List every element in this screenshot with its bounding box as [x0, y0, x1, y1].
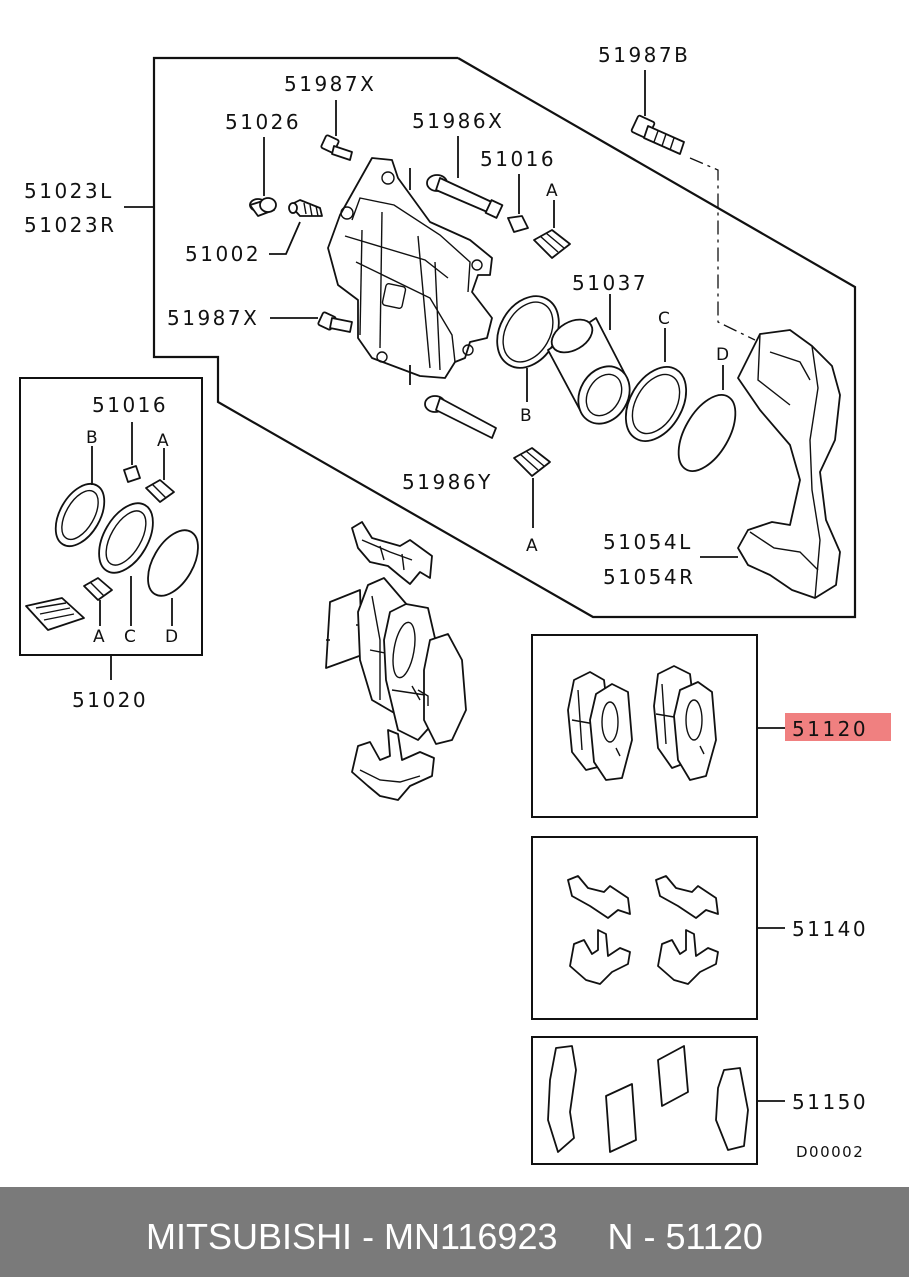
- label-A-kit-top: A: [157, 431, 169, 451]
- bolt-51987X-top: [320, 134, 353, 161]
- boot-A-mid: [513, 447, 551, 477]
- highlight-51120: [785, 713, 891, 741]
- kit-boot-A-bottom: [83, 577, 113, 601]
- label-51016-kit: 51016: [92, 393, 168, 417]
- label-51023R: 51023R: [24, 213, 117, 237]
- label-A-mid: A: [526, 536, 538, 556]
- center-clip-bottom: [351, 729, 435, 801]
- pin-51986Y: [424, 395, 497, 439]
- label-51054L: 51054L: [603, 530, 693, 554]
- boot-A-top: [533, 229, 571, 259]
- label-51016-top: 51016: [480, 147, 556, 171]
- clip-set-1: [567, 875, 631, 985]
- shim-set: [547, 1045, 749, 1153]
- footer-bar: [0, 1187, 909, 1277]
- label-C-kit: C: [124, 627, 136, 647]
- grease-packet: [25, 597, 85, 631]
- bolt-51987X-mid: [317, 311, 353, 333]
- pad-set-left: [567, 671, 633, 781]
- caliper-body: [327, 157, 493, 379]
- seal-C: [624, 366, 688, 442]
- caliper-group-frame: [152, 56, 857, 619]
- kit-seal-B: [54, 483, 106, 547]
- pad-set-box: [531, 634, 758, 818]
- label-B-mid: B: [520, 406, 532, 426]
- center-shim: [325, 589, 363, 669]
- parts-diagram: 51987B 51987X 51026 51986X 51016 A 51023…: [19, 43, 891, 1165]
- label-51986X: 51986X: [412, 109, 504, 133]
- clip-set-box: [531, 836, 758, 1020]
- bracket-51054: [737, 329, 841, 599]
- label-51120: 51120: [792, 717, 868, 741]
- label-D-top: D: [716, 345, 729, 365]
- label-51054R: 51054R: [603, 565, 696, 589]
- label-B-kit: B: [86, 428, 98, 448]
- seal-B: [496, 295, 560, 369]
- sleeve-51016-top: [507, 215, 529, 233]
- bleeder-51002: [288, 199, 323, 217]
- label-C-top: C: [658, 309, 670, 329]
- label-51140: 51140: [792, 917, 868, 941]
- pad-set-right: [653, 665, 717, 781]
- label-51026: 51026: [225, 110, 301, 134]
- bolt-51987B: [630, 114, 685, 155]
- kit-ring-D: [147, 529, 199, 597]
- clip-set-2: [655, 875, 719, 985]
- center-clip-top: [351, 521, 433, 585]
- label-51987B: 51987B: [598, 43, 690, 67]
- label-51037: 51037: [572, 271, 648, 295]
- label-drawing-code: D00002: [796, 1143, 864, 1161]
- kit-boot-A-top: [145, 479, 175, 503]
- label-51020: 51020: [72, 688, 148, 712]
- pin-51986X: [426, 174, 504, 219]
- label-51023L: 51023L: [24, 179, 114, 203]
- label-51986Y: 51986Y: [402, 470, 493, 494]
- piston-51037: [547, 317, 631, 425]
- label-51987X-mid: 51987X: [167, 306, 259, 330]
- label-51987X-top: 51987X: [284, 72, 376, 96]
- center-pad-3: [417, 633, 467, 745]
- ring-D: [677, 394, 737, 472]
- label-A-kit-bottom: A: [93, 627, 105, 647]
- label-A-top: A: [546, 181, 558, 201]
- label-D-kit: D: [165, 627, 178, 647]
- label-51150: 51150: [792, 1090, 868, 1114]
- footer-part-info: MITSUBISHI - MN116923 N - 51120: [146, 1216, 763, 1257]
- kit-seal-C: [98, 502, 154, 574]
- kit-sleeve-51016: [123, 465, 141, 483]
- label-51002: 51002: [185, 242, 261, 266]
- cap-51026: [249, 197, 277, 217]
